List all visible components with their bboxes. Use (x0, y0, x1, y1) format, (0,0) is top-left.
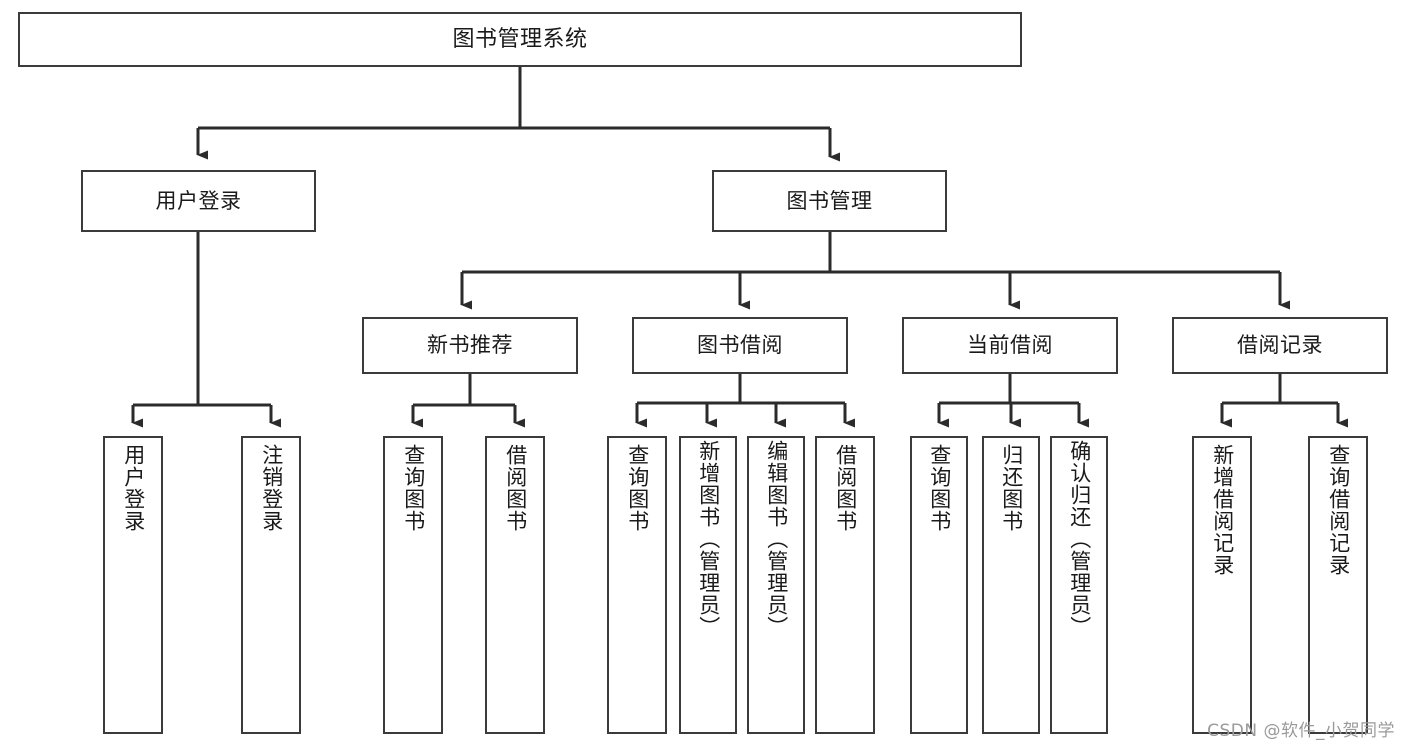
node-borrow-record[interactable]: 借阅记录 (1172, 317, 1388, 374)
node-label: 确认归还（管理员） (1067, 440, 1092, 638)
leaf-borrow-add-book-admin[interactable]: 新增图书（管理员） (679, 436, 737, 734)
leaf-record-query-record[interactable]: 查询借阅记录 (1308, 436, 1368, 734)
leaf-borrow-edit-book-admin[interactable]: 编辑图书（管理员） (747, 436, 805, 734)
leaf-current-confirm-return-admin[interactable]: 确认归还（管理员） (1050, 436, 1108, 734)
leaf-user-login-login[interactable]: 用户登录 (103, 436, 163, 734)
node-label: 当前借阅 (967, 333, 1053, 358)
node-label: 归还图书 (999, 444, 1024, 532)
leaf-user-login-logout[interactable]: 注销登录 (241, 436, 301, 734)
node-book-management[interactable]: 图书管理 (712, 170, 947, 232)
node-label: 借阅图书 (833, 444, 858, 532)
node-label: 查询图书 (927, 444, 952, 532)
node-label: 查询图书 (401, 444, 426, 532)
node-new-book-recommend[interactable]: 新书推荐 (362, 317, 578, 374)
leaf-borrow-query-book[interactable]: 查询图书 (607, 436, 667, 734)
node-user-login[interactable]: 用户登录 (81, 170, 316, 232)
node-label: 用户登录 (121, 444, 146, 532)
node-book-borrow[interactable]: 图书借阅 (632, 317, 848, 374)
node-label: 用户登录 (155, 188, 242, 213)
leaf-current-return-book[interactable]: 归还图书 (982, 436, 1040, 734)
leaf-new-book-query[interactable]: 查询图书 (383, 436, 443, 734)
node-label: 新书推荐 (427, 333, 513, 358)
node-label: 查询借阅记录 (1326, 444, 1351, 576)
node-label: 查询图书 (625, 444, 650, 532)
node-label: 新增借阅记录 (1210, 444, 1235, 576)
node-label: 编辑图书（管理员） (764, 440, 789, 638)
node-label: 图书借阅 (697, 333, 783, 358)
node-label: 注销登录 (259, 444, 284, 532)
leaf-borrow-borrow-book[interactable]: 借阅图书 (815, 436, 875, 734)
leaf-current-query-book[interactable]: 查询图书 (910, 436, 968, 734)
node-label: 图书管理系统 (452, 26, 588, 52)
node-label: 图书管理 (786, 188, 873, 213)
node-label: 借阅图书 (503, 444, 528, 532)
node-label: 新增图书（管理员） (696, 440, 721, 638)
node-label: 借阅记录 (1237, 333, 1323, 358)
leaf-new-book-borrow[interactable]: 借阅图书 (485, 436, 545, 734)
node-current-borrow[interactable]: 当前借阅 (902, 317, 1118, 374)
csdn-watermark: CSDN @软件_小贺同学 (1207, 721, 1395, 741)
leaf-record-add-record[interactable]: 新增借阅记录 (1192, 436, 1252, 734)
node-root-system[interactable]: 图书管理系统 (18, 12, 1022, 67)
